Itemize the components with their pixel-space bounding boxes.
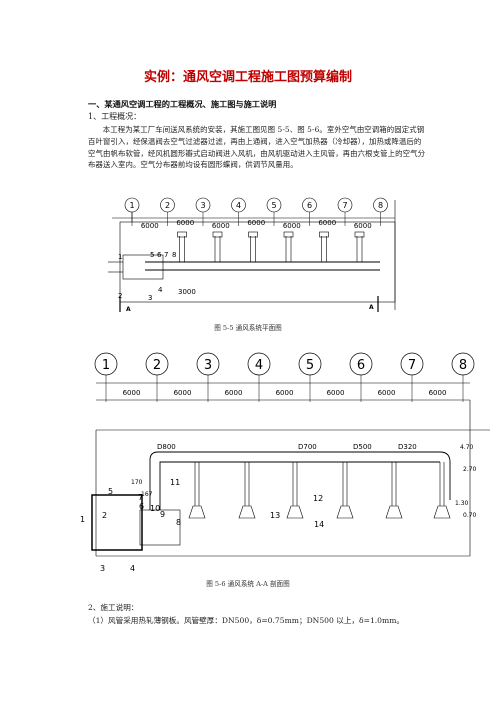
section-part-label: 3 [100, 564, 105, 573]
section-part-label: 6 [139, 502, 144, 511]
duct-size-label: D700 [298, 443, 317, 451]
section-span-label: 6000 [378, 389, 396, 397]
section-axis-label: 7 [408, 358, 416, 373]
plan-axis-label: 5 [271, 201, 276, 210]
section-part-label: 13 [270, 511, 280, 520]
plan-part-label: 3 [148, 294, 152, 302]
figure-caption-5-6: 图 5-6 通风系统 A-A 剖面图 [206, 580, 290, 588]
section-part-label: 10 [150, 504, 160, 513]
plan-span-label: 6000 [318, 219, 336, 227]
section-part-label: 14 [314, 520, 324, 529]
plan-axis-label: 4 [236, 201, 241, 210]
section-axis-label: 1 [102, 358, 110, 373]
section-part-label: 7 [138, 493, 143, 502]
section-axis-label: 5 [306, 358, 314, 373]
plan-span-label: 6000 [176, 219, 194, 227]
plan-section-mark-left: A [126, 306, 131, 313]
plan-span-label: 6000 [283, 222, 301, 230]
plan-axis-label: 7 [342, 201, 347, 210]
plan-axis-label: 3 [200, 201, 205, 210]
plan-air-diffuser [283, 231, 294, 238]
plan-air-diffuser [248, 231, 258, 238]
document-title: 实例：通风空调工程施工图预算编制 [143, 70, 352, 85]
figure-caption-5-5: 图 5-5 通风系统平面图 [214, 324, 282, 332]
plan-part-label: 5 [150, 251, 154, 259]
elevation-label: 1.30 [455, 500, 469, 507]
plan-part-label: 2 [118, 292, 122, 300]
plan-air-diffuser [177, 231, 187, 238]
overview-heading: 1、工程概况： [88, 112, 142, 121]
elevation-label: 2.70 [463, 466, 477, 473]
plan-part-label: 7 [164, 251, 168, 259]
section-axis-label: 2 [153, 358, 161, 373]
section-axis-label: 8 [459, 358, 467, 373]
section-span-label: 6000 [327, 389, 345, 397]
section-air-diffuser [336, 505, 354, 519]
duct-size-label: D500 [353, 443, 372, 451]
section-air-diffuser [433, 505, 451, 519]
plan-part-label: 8 [172, 251, 176, 259]
section-part-label: 1 [80, 515, 85, 524]
plan-air-diffuser [212, 231, 223, 238]
section-part-label: 5 [108, 487, 113, 496]
plan-extra-dimension: 3000 [178, 288, 196, 296]
section-air-diffuser [238, 505, 256, 519]
dimension-label: 170 [131, 479, 143, 486]
plan-axis-label: 6 [307, 201, 312, 210]
section-axis-label: 6 [357, 358, 365, 373]
section-part-label: 9 [160, 510, 165, 519]
section-span-label: 6000 [174, 389, 192, 397]
duct-size-label: D320 [398, 443, 417, 451]
section-axis-label: 4 [255, 358, 263, 373]
section-part-label: 4 [130, 564, 135, 573]
elevation-label: 4.70 [460, 444, 474, 451]
section-heading: 一、某通风空调工程的工程概况、施工图与施工说明 [88, 99, 277, 109]
plan-air-diffuser [319, 231, 329, 238]
section-span-label: 6000 [225, 389, 243, 397]
section-part-label: 12 [313, 494, 323, 503]
plan-span-label: 6000 [354, 222, 372, 230]
plan-axis-label: 8 [378, 201, 383, 210]
dimension-label: 167 [141, 491, 153, 498]
section-axis-label: 3 [204, 358, 212, 373]
description-heading: 2、施工说明： [88, 603, 139, 612]
plan-span-label: 6000 [141, 222, 159, 230]
plan-axis-label: 2 [165, 201, 170, 210]
description-line: （1）风管采用热轧薄钢板。风管壁厚：DN500，δ=0.75mm；DN500 以… [88, 616, 405, 625]
overview-paragraph: 本工程为某工厂车间送风系统的安装，其施工图见图 5-5、图 5-6。室外空气由空… [88, 125, 426, 170]
section-part-label: 2 [102, 511, 107, 520]
section-part-label: 11 [170, 478, 180, 487]
plan-axis-label: 1 [129, 201, 134, 210]
section-air-diffuser [188, 505, 206, 519]
section-span-label: 6000 [276, 389, 294, 397]
plan-part-label: 6 [157, 251, 162, 259]
plan-section-mark-right: A [369, 304, 374, 311]
section-span-label: 6000 [123, 389, 141, 397]
section-part-label: 8 [176, 518, 181, 527]
plan-part-label: 1 [118, 253, 122, 261]
duct-size-label: D800 [157, 443, 176, 451]
plan-air-diffuser [354, 231, 365, 238]
plan-span-label: 6000 [247, 219, 265, 227]
section-air-diffuser [286, 505, 304, 519]
section-air-diffuser [385, 505, 403, 519]
plan-span-label: 6000 [212, 222, 230, 230]
elevation-label: 0.70 [463, 512, 477, 519]
plan-part-label: 4 [158, 286, 163, 294]
section-span-label: 6000 [429, 389, 447, 397]
